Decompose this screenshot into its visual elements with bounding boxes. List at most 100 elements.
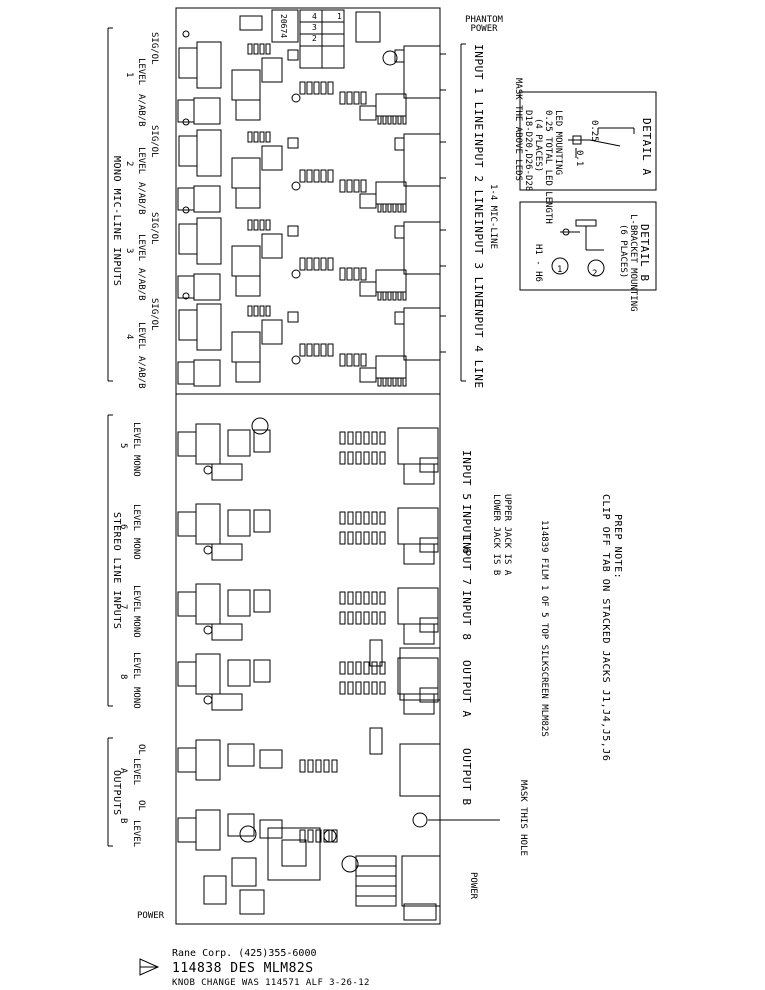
channel-6-resistor (355, 511, 362, 525)
output-a-resistor (323, 759, 330, 773)
channel-1-xlr-jack (403, 45, 441, 99)
channel-6-pot (177, 511, 197, 537)
channel-2-pot (178, 135, 198, 167)
level-label-b: LEVEL (131, 820, 141, 848)
channel-2-resistor-b (299, 169, 306, 183)
channel-5-resistor (363, 431, 370, 445)
channel-1-diode (387, 115, 392, 125)
channel-4-resistor-c (339, 353, 346, 367)
channel-5-resistor-b (347, 451, 354, 465)
channel-8-resistor (339, 661, 346, 675)
channel-3-resistor (247, 219, 253, 231)
channel-1-resistor-c (353, 91, 360, 105)
channel-2-pot-body (196, 129, 222, 177)
channel-4-diode (392, 377, 397, 387)
outputs-group-label: OUTPUTS (111, 770, 122, 816)
channel-1-resistor (247, 43, 253, 55)
fuse (239, 825, 257, 843)
cap-c (203, 875, 227, 905)
channel-3-switch (177, 275, 195, 299)
channel-4-diode (402, 377, 407, 387)
channel-3-pot-body (196, 217, 222, 265)
channel-8-resistor-b (355, 681, 362, 695)
channel-3-diode (387, 291, 392, 301)
channel-6-resistor-b (347, 531, 354, 545)
input-8-label: INPUT 8 (460, 590, 473, 641)
phantom-switch (355, 11, 381, 43)
channel-2-ic-2 (235, 187, 261, 209)
channel-2-resistor-b (313, 169, 320, 183)
channel-2-resistor-c (360, 179, 367, 193)
sig-ol-label-1: SIG/OL (149, 32, 159, 65)
channel-7-resistor (363, 591, 370, 605)
led-mounting-line-3: (4 PLACES) (533, 118, 543, 173)
dim-025: 0.25 (589, 120, 599, 142)
output-b-label: OUTPUT B (460, 748, 473, 806)
channel-3-relay (375, 269, 407, 293)
channel-number-3: 3 (124, 248, 134, 254)
channel-7-resistor-b (379, 611, 386, 625)
channel-5-switch (211, 463, 243, 481)
ab-label-3: A/AB/B (136, 268, 146, 301)
channel-2-xlr-tab (394, 137, 405, 151)
channel-number-4: 4 (124, 334, 134, 340)
power-jack (401, 855, 441, 907)
led-body (572, 135, 582, 145)
ab-label-2: A/AB/B (136, 182, 146, 215)
output-a-switch (369, 639, 383, 667)
channel-8-ic (227, 659, 251, 687)
channel-4-xlr-jack (403, 307, 441, 361)
channel-7-resistor (355, 591, 362, 605)
output-b-resistor (299, 829, 306, 843)
channel-1-resistor-c (360, 91, 367, 105)
channel-2-resistor (265, 131, 271, 143)
mask-hole (412, 812, 428, 828)
channel-1-switch-body (193, 97, 221, 125)
corner-digit-4: 4 (312, 12, 317, 21)
output-a-ic-2 (259, 749, 283, 769)
channel-1-cap-round (291, 93, 301, 103)
channel-8-resistor-b (347, 681, 354, 695)
cap-big-2 (341, 855, 359, 873)
channel-1-resistor (259, 43, 265, 55)
channel-1-resistor-c (346, 91, 353, 105)
channel-3-resistor-b (306, 257, 313, 271)
channel-1-relay-b (359, 105, 377, 121)
sig-ol-label-3: SIG/OL (149, 212, 159, 245)
channel-6-resistor (363, 511, 370, 525)
level-label-a: LEVEL (131, 758, 141, 786)
channel-2-relay-b (359, 193, 377, 209)
channel-6-resistor (347, 511, 354, 525)
ol-label-b: OL (136, 800, 146, 811)
channel-7-switch-knob (203, 625, 213, 635)
prep-note-text: CLIP OFF TAB ON STACKED JACKS J1,J4,J5,J… (600, 494, 611, 762)
part-marker (271, 9, 299, 43)
channel-6-resistor-b (339, 531, 346, 545)
channel-2-resistor-b (327, 169, 334, 183)
output-b-resistor (307, 829, 314, 843)
l-bracket-line-1: L-BRACKET MOUNTING (628, 214, 638, 312)
channel-2-diode (387, 203, 392, 213)
channel-3-ic-2 (235, 275, 261, 297)
channel-7-resistor-b (339, 611, 346, 625)
regulator-block (355, 855, 397, 907)
channel-number-5: 5 (118, 443, 128, 449)
mask-hole-note: MASK THIS HOLE (518, 780, 528, 856)
channel-4-resistor (253, 305, 259, 317)
dim-01: 0.1 (574, 150, 584, 167)
channel-3-resistor-c (346, 267, 353, 281)
channel-4-resistor (259, 305, 265, 317)
channel-8-jack (397, 657, 439, 695)
input-2-line-label: INPUT 2 LINE (472, 132, 485, 219)
channel-7-resistor-b (371, 611, 378, 625)
channel-8-resistor (371, 661, 378, 675)
channel-1-diode (402, 115, 407, 125)
channel-2-resistor (253, 131, 259, 143)
bridge (231, 857, 257, 887)
revision-line: KNOB CHANGE WAS 114571 ALF 3-26-12 (172, 978, 370, 988)
input-1-line-label: INPUT 1 LINE (472, 44, 485, 131)
power-switch (403, 903, 437, 921)
channel-2-switch-body (193, 185, 221, 213)
channel-4-diode (387, 377, 392, 387)
